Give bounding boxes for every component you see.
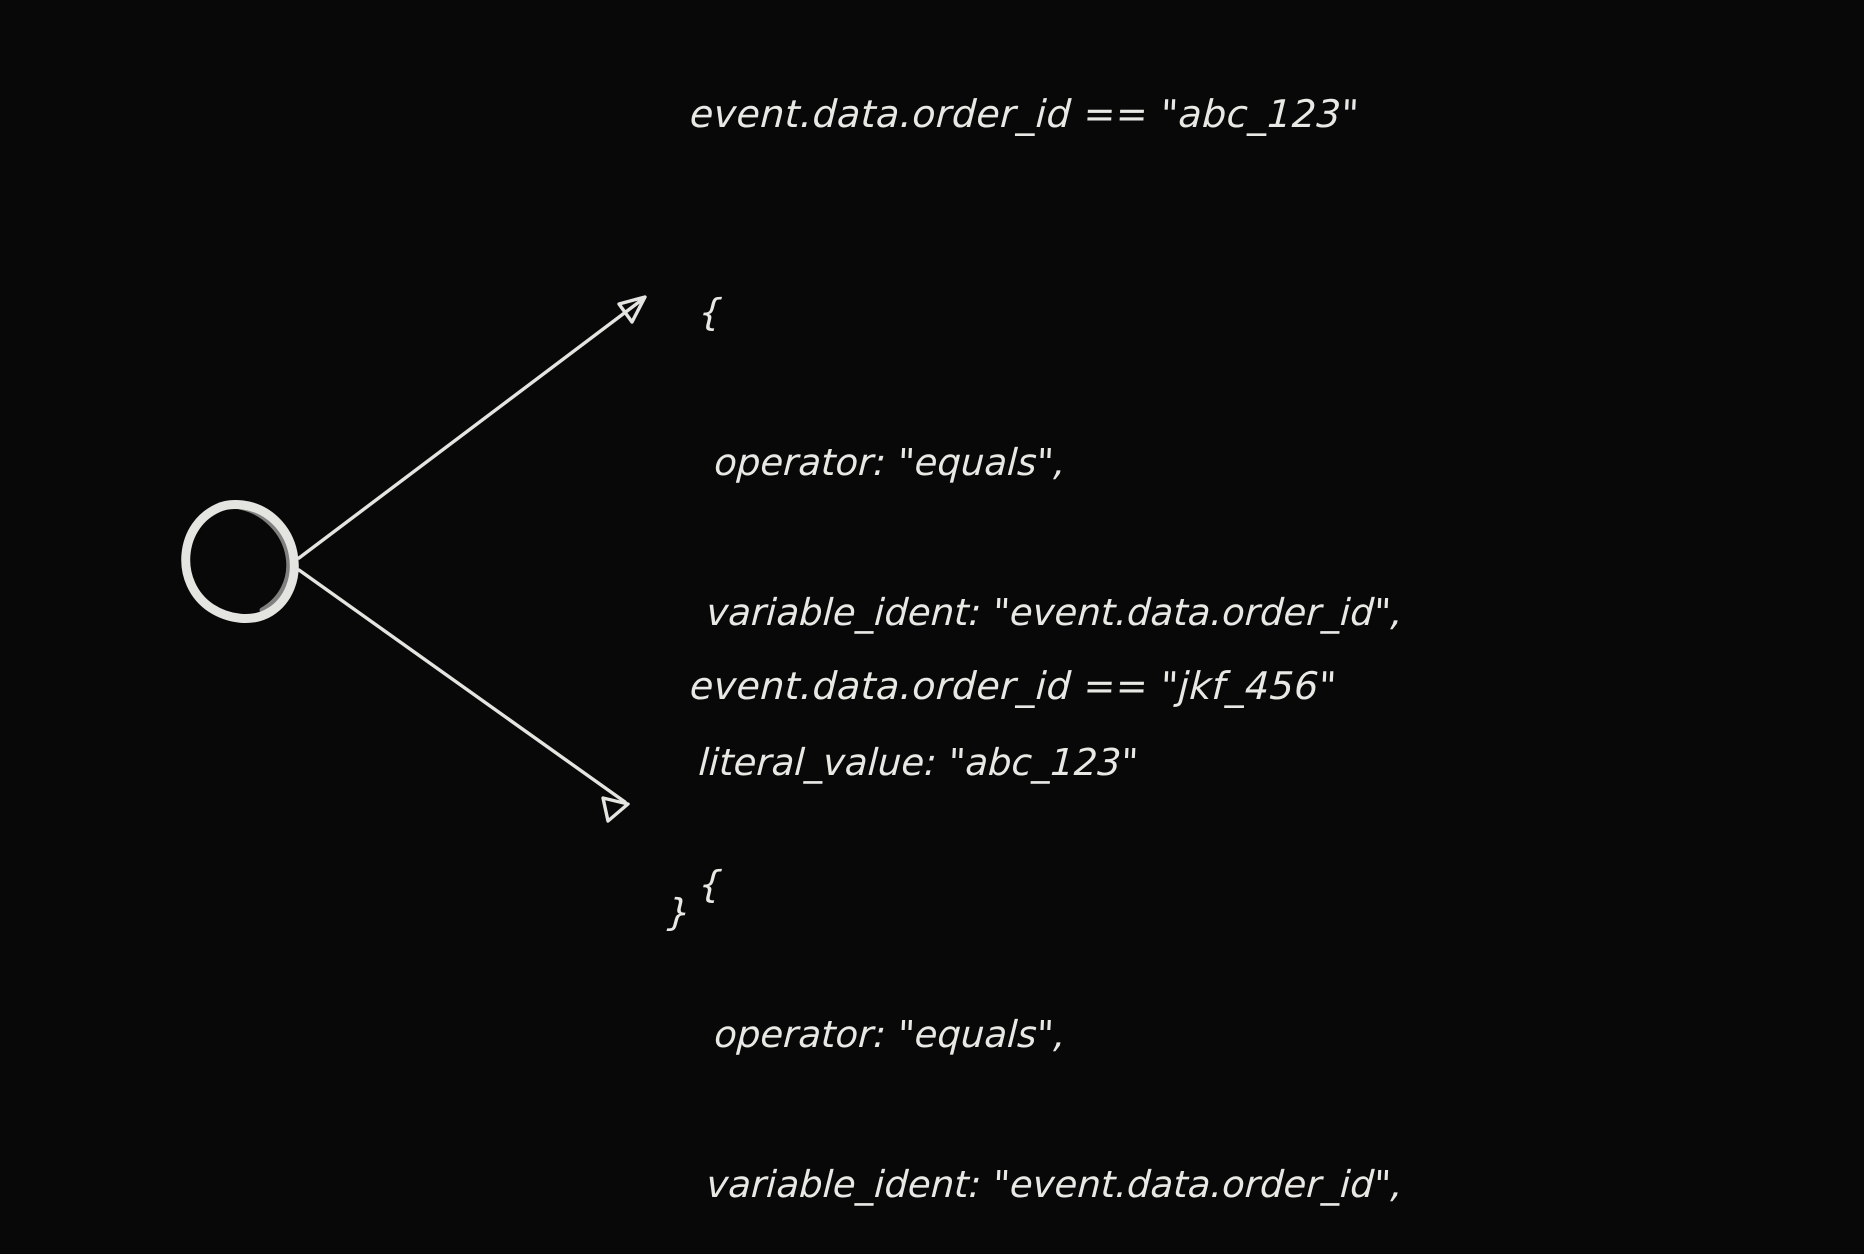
- edge-1-line: [297, 297, 645, 560]
- branch-2-expression[interactable]: event.data.order_id == "jkf_456": [688, 664, 1338, 708]
- edge-1-arrowhead: [617, 295, 647, 324]
- branch-2-code-block[interactable]: { operator: "equals", variable_ident: "e…: [661, 760, 1425, 1254]
- edge-to-branch-2[interactable]: [297, 568, 630, 823]
- code-line: {: [697, 291, 724, 334]
- root-node[interactable]: [181, 499, 299, 623]
- root-node-outline-secondary: [237, 504, 292, 613]
- branch-1-expression[interactable]: event.data.order_id == "abc_123": [688, 92, 1361, 136]
- code-line: variable_ident: "event.data.order_id",: [681, 1163, 1404, 1206]
- code-line: {: [697, 863, 724, 906]
- edge-2-line: [297, 568, 627, 804]
- code-line: operator: "equals",: [689, 441, 1067, 484]
- edge-2-arrowhead: [601, 796, 630, 823]
- root-node-outline: [181, 499, 299, 623]
- edge-to-branch-1[interactable]: [297, 295, 647, 560]
- code-line: variable_ident: "event.data.order_id",: [681, 591, 1404, 634]
- code-line: operator: "equals",: [689, 1013, 1067, 1056]
